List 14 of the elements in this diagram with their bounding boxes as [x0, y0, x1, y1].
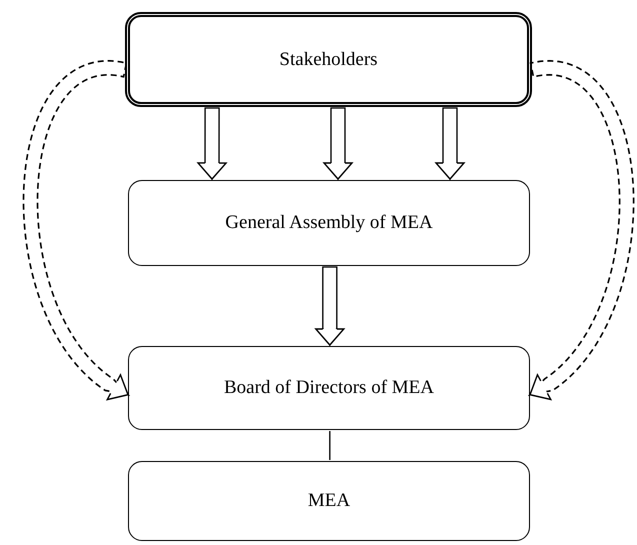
- box-label: Stakeholders: [279, 48, 378, 70]
- process-box: [125, 12, 532, 107]
- connector-line: [329, 430, 330, 461]
- block-arrow: [197, 107, 227, 181]
- box-label: MEA: [308, 490, 350, 512]
- box-label: General Assembly of MEA: [225, 212, 433, 234]
- block-arrow: [528, 60, 634, 400]
- block-arrow: [323, 107, 353, 181]
- box-label: Board of Directors of MEA: [224, 377, 434, 399]
- block-arrow: [315, 266, 344, 347]
- block-arrow: [435, 107, 465, 181]
- process-box: [128, 180, 530, 266]
- process-box: [128, 461, 530, 541]
- process-box: [128, 346, 530, 430]
